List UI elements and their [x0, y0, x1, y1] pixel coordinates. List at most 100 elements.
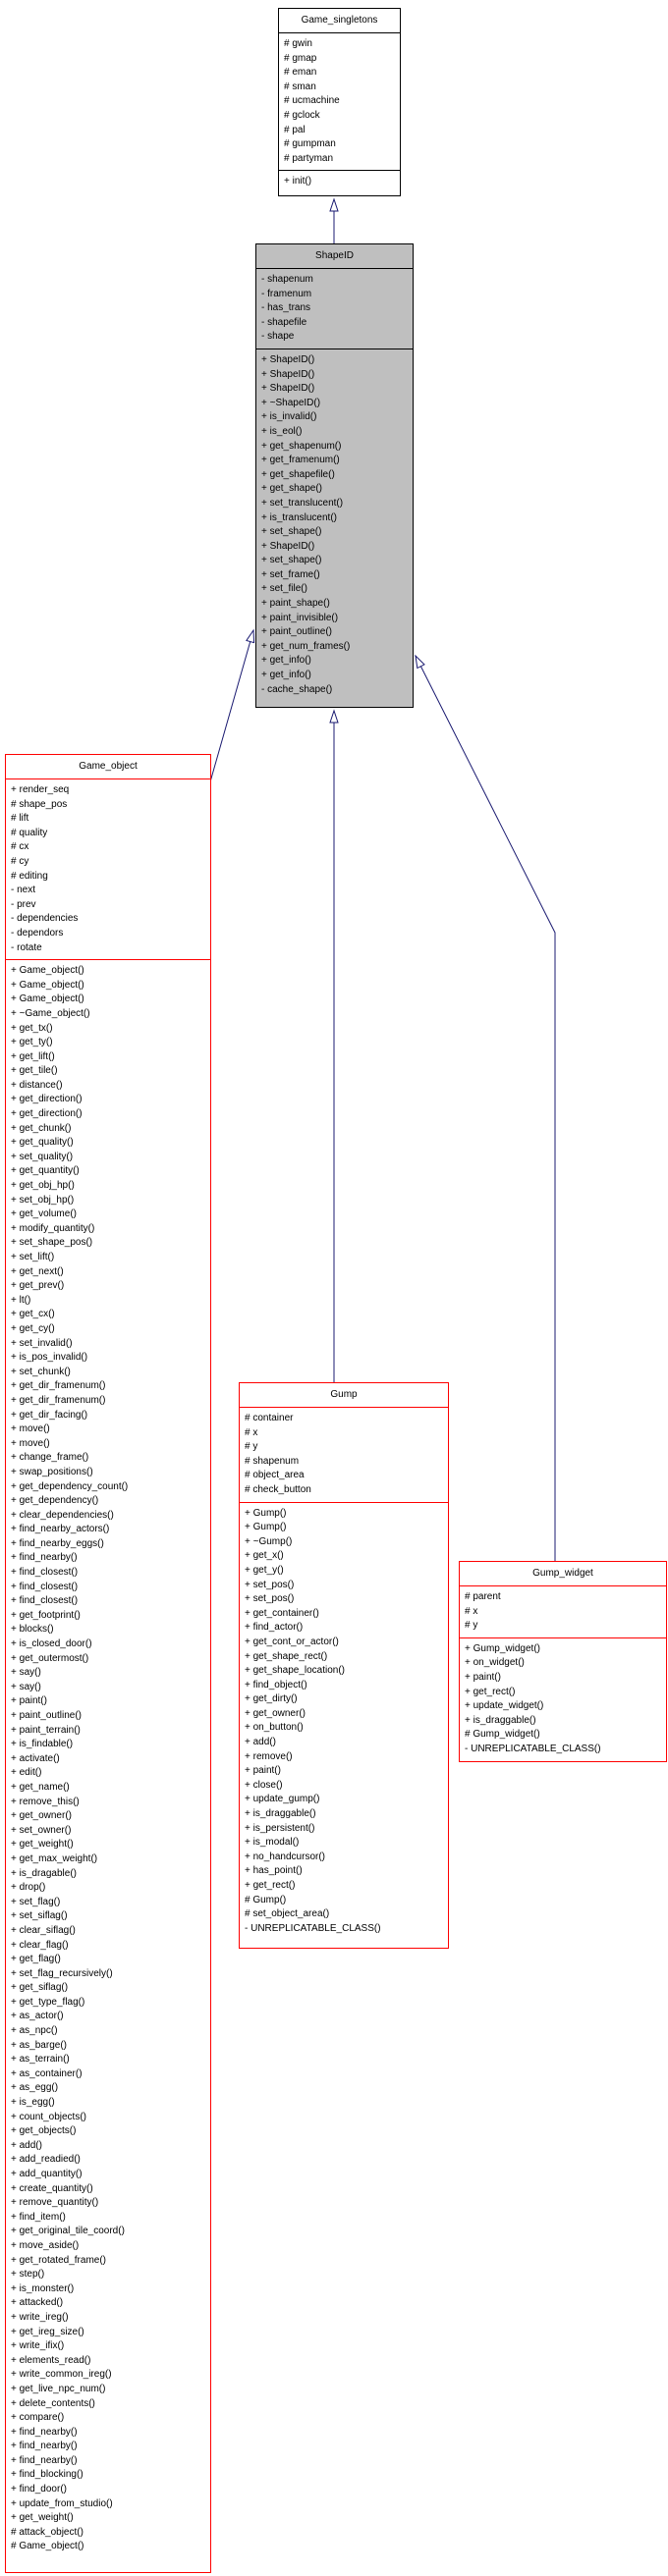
uml-member: # cy	[11, 855, 29, 867]
class-box-game-object[interactable]: Game_object + render_seq# shape_pos# lif…	[5, 754, 211, 2573]
uml-member: # container	[245, 1413, 294, 1423]
uml-member: - cache_shape()	[261, 683, 333, 695]
uml-member: + find_object()	[245, 1679, 307, 1690]
uml-member: + on_widget()	[465, 1657, 525, 1669]
uml-member: + find_actor()	[245, 1622, 304, 1634]
uml-member: + find_closest()	[11, 1595, 79, 1607]
uml-member: + get_rect()	[245, 1880, 296, 1891]
uml-member: + get_obj_hp()	[11, 1180, 75, 1192]
uml-member: + say()	[11, 1681, 41, 1692]
class-methods-game-singletons: + init()	[279, 171, 400, 195]
uml-member: # Game_object()	[11, 2541, 84, 2552]
uml-member: + get_shape()	[261, 483, 322, 495]
uml-member: + ShapeID()	[261, 383, 315, 395]
uml-member: + get_shape_rect()	[245, 1650, 328, 1662]
uml-member: + find_door()	[11, 2484, 67, 2496]
uml-member: + as_terrain()	[11, 2054, 70, 2066]
uml-member: # y	[245, 1441, 258, 1453]
uml-member: + get_direction()	[11, 1094, 83, 1105]
uml-member: + activate()	[11, 1752, 60, 1764]
uml-member: - dependencies	[11, 913, 79, 925]
uml-member: + drop()	[11, 1882, 46, 1894]
uml-member: + get_owner()	[245, 1707, 306, 1719]
uml-member: + paint_outline()	[11, 1710, 82, 1721]
uml-member: + find_blocking()	[11, 2469, 84, 2481]
uml-member: + set_obj_hp()	[11, 1194, 75, 1206]
uml-member: + swap_positions()	[11, 1466, 93, 1477]
uml-member: + add()	[245, 1737, 276, 1748]
uml-member: + close()	[245, 1779, 283, 1791]
uml-member: - shapenum	[261, 274, 313, 285]
uml-member: + set_frame()	[261, 568, 320, 580]
uml-member: + write_common_ireg()	[11, 2369, 112, 2381]
uml-member: + move()	[11, 1423, 50, 1435]
uml-member: # Gump()	[245, 1894, 287, 1905]
uml-member: + attacked()	[11, 2297, 64, 2309]
uml-member: - shape	[261, 331, 295, 343]
class-box-game-singletons[interactable]: Game_singletons # gwin# gmap# eman# sman…	[278, 8, 401, 196]
uml-member: + get_dir_framenum()	[11, 1380, 106, 1392]
uml-member: # gwin	[284, 38, 312, 49]
uml-member: + set_shape_pos()	[11, 1237, 93, 1249]
class-box-shapeid[interactable]: ShapeID - shapenum- framenum- has_trans-…	[255, 243, 414, 708]
uml-member: + set_flag_recursively()	[11, 1967, 113, 1979]
uml-member: + get_rect()	[465, 1686, 516, 1697]
uml-member: + paint_shape()	[261, 598, 330, 610]
uml-member: + get_shapenum()	[261, 440, 342, 452]
uml-member: + get_container()	[245, 1607, 319, 1619]
uml-member: + is_persistent()	[245, 1822, 315, 1834]
uml-member: + edit()	[11, 1767, 42, 1779]
uml-member: # gmap	[284, 52, 317, 64]
uml-member: + find_closest()	[11, 1567, 79, 1579]
uml-member: + lt()	[11, 1294, 31, 1306]
uml-member: + get_framenum()	[261, 455, 340, 466]
uml-member: + get_owner()	[11, 1810, 72, 1822]
uml-member: + move()	[11, 1437, 50, 1449]
uml-member: + is_modal()	[245, 1837, 300, 1849]
uml-member: + as_actor()	[11, 2011, 64, 2022]
uml-member: # quality	[11, 827, 48, 838]
uml-member: + get_ty()	[11, 1037, 53, 1048]
uml-member: + get_objects()	[11, 2125, 77, 2137]
class-methods-shapeid: + ShapeID()+ ShapeID()+ ShapeID()+ ~Shap…	[256, 349, 413, 707]
uml-member: + is_eol()	[261, 425, 303, 437]
uml-member: + Game_object()	[11, 993, 84, 1005]
uml-member: + find_nearby_eggs()	[11, 1537, 104, 1549]
uml-member: + is_findable()	[11, 1739, 74, 1750]
uml-member: + has_point()	[245, 1865, 303, 1877]
uml-member: + set_siflag()	[11, 1910, 68, 1922]
uml-member: + get_num_frames()	[261, 640, 351, 652]
uml-member: + get_footprint()	[11, 1609, 81, 1621]
uml-member: + set_pos()	[245, 1579, 295, 1590]
uml-member: + paint()	[245, 1765, 281, 1777]
uml-member: + Game_object()	[11, 965, 84, 977]
uml-member: # gumpman	[284, 138, 336, 150]
class-box-gump-widget[interactable]: Gump_widget # parent# x# y + Gump_widget…	[459, 1561, 667, 1762]
class-box-gump[interactable]: Gump # container# x# y# shapenum# object…	[239, 1382, 449, 1949]
uml-member: # partyman	[284, 152, 334, 164]
uml-member: + paint_outline()	[261, 626, 332, 638]
uml-member: + set_pos()	[245, 1593, 295, 1605]
uml-member: + render_seq	[11, 784, 70, 795]
uml-member: + as_container()	[11, 2067, 83, 2079]
uml-member: + is_translucent()	[261, 511, 337, 523]
uml-member: + get_next()	[11, 1265, 64, 1277]
uml-member: + as_barge()	[11, 2039, 67, 2051]
uml-member: + write_ifix()	[11, 2340, 65, 2352]
uml-member: + set_lift()	[11, 1252, 55, 1262]
uml-member: + say()	[11, 1667, 41, 1679]
uml-member: + blocks()	[11, 1624, 54, 1636]
class-title-gump: Gump	[240, 1383, 448, 1408]
uml-member: - UNREPLICATABLE_CLASS()	[465, 1743, 601, 1754]
uml-member: + find_nearby()	[11, 2441, 78, 2452]
uml-member: + paint_invisible()	[261, 612, 339, 623]
uml-member: + get_direction()	[11, 1108, 83, 1120]
uml-member: + update_from_studio()	[11, 2497, 113, 2509]
uml-member: + get_x()	[245, 1550, 284, 1562]
uml-member: + get_original_tile_coord()	[11, 2226, 125, 2237]
uml-member: + get_cont_or_actor()	[245, 1636, 339, 1647]
uml-member: # ucmachine	[284, 95, 340, 107]
uml-member: + change_frame()	[11, 1452, 89, 1464]
uml-member: + update_gump()	[245, 1794, 320, 1805]
uml-member: + count_objects()	[11, 2111, 86, 2122]
